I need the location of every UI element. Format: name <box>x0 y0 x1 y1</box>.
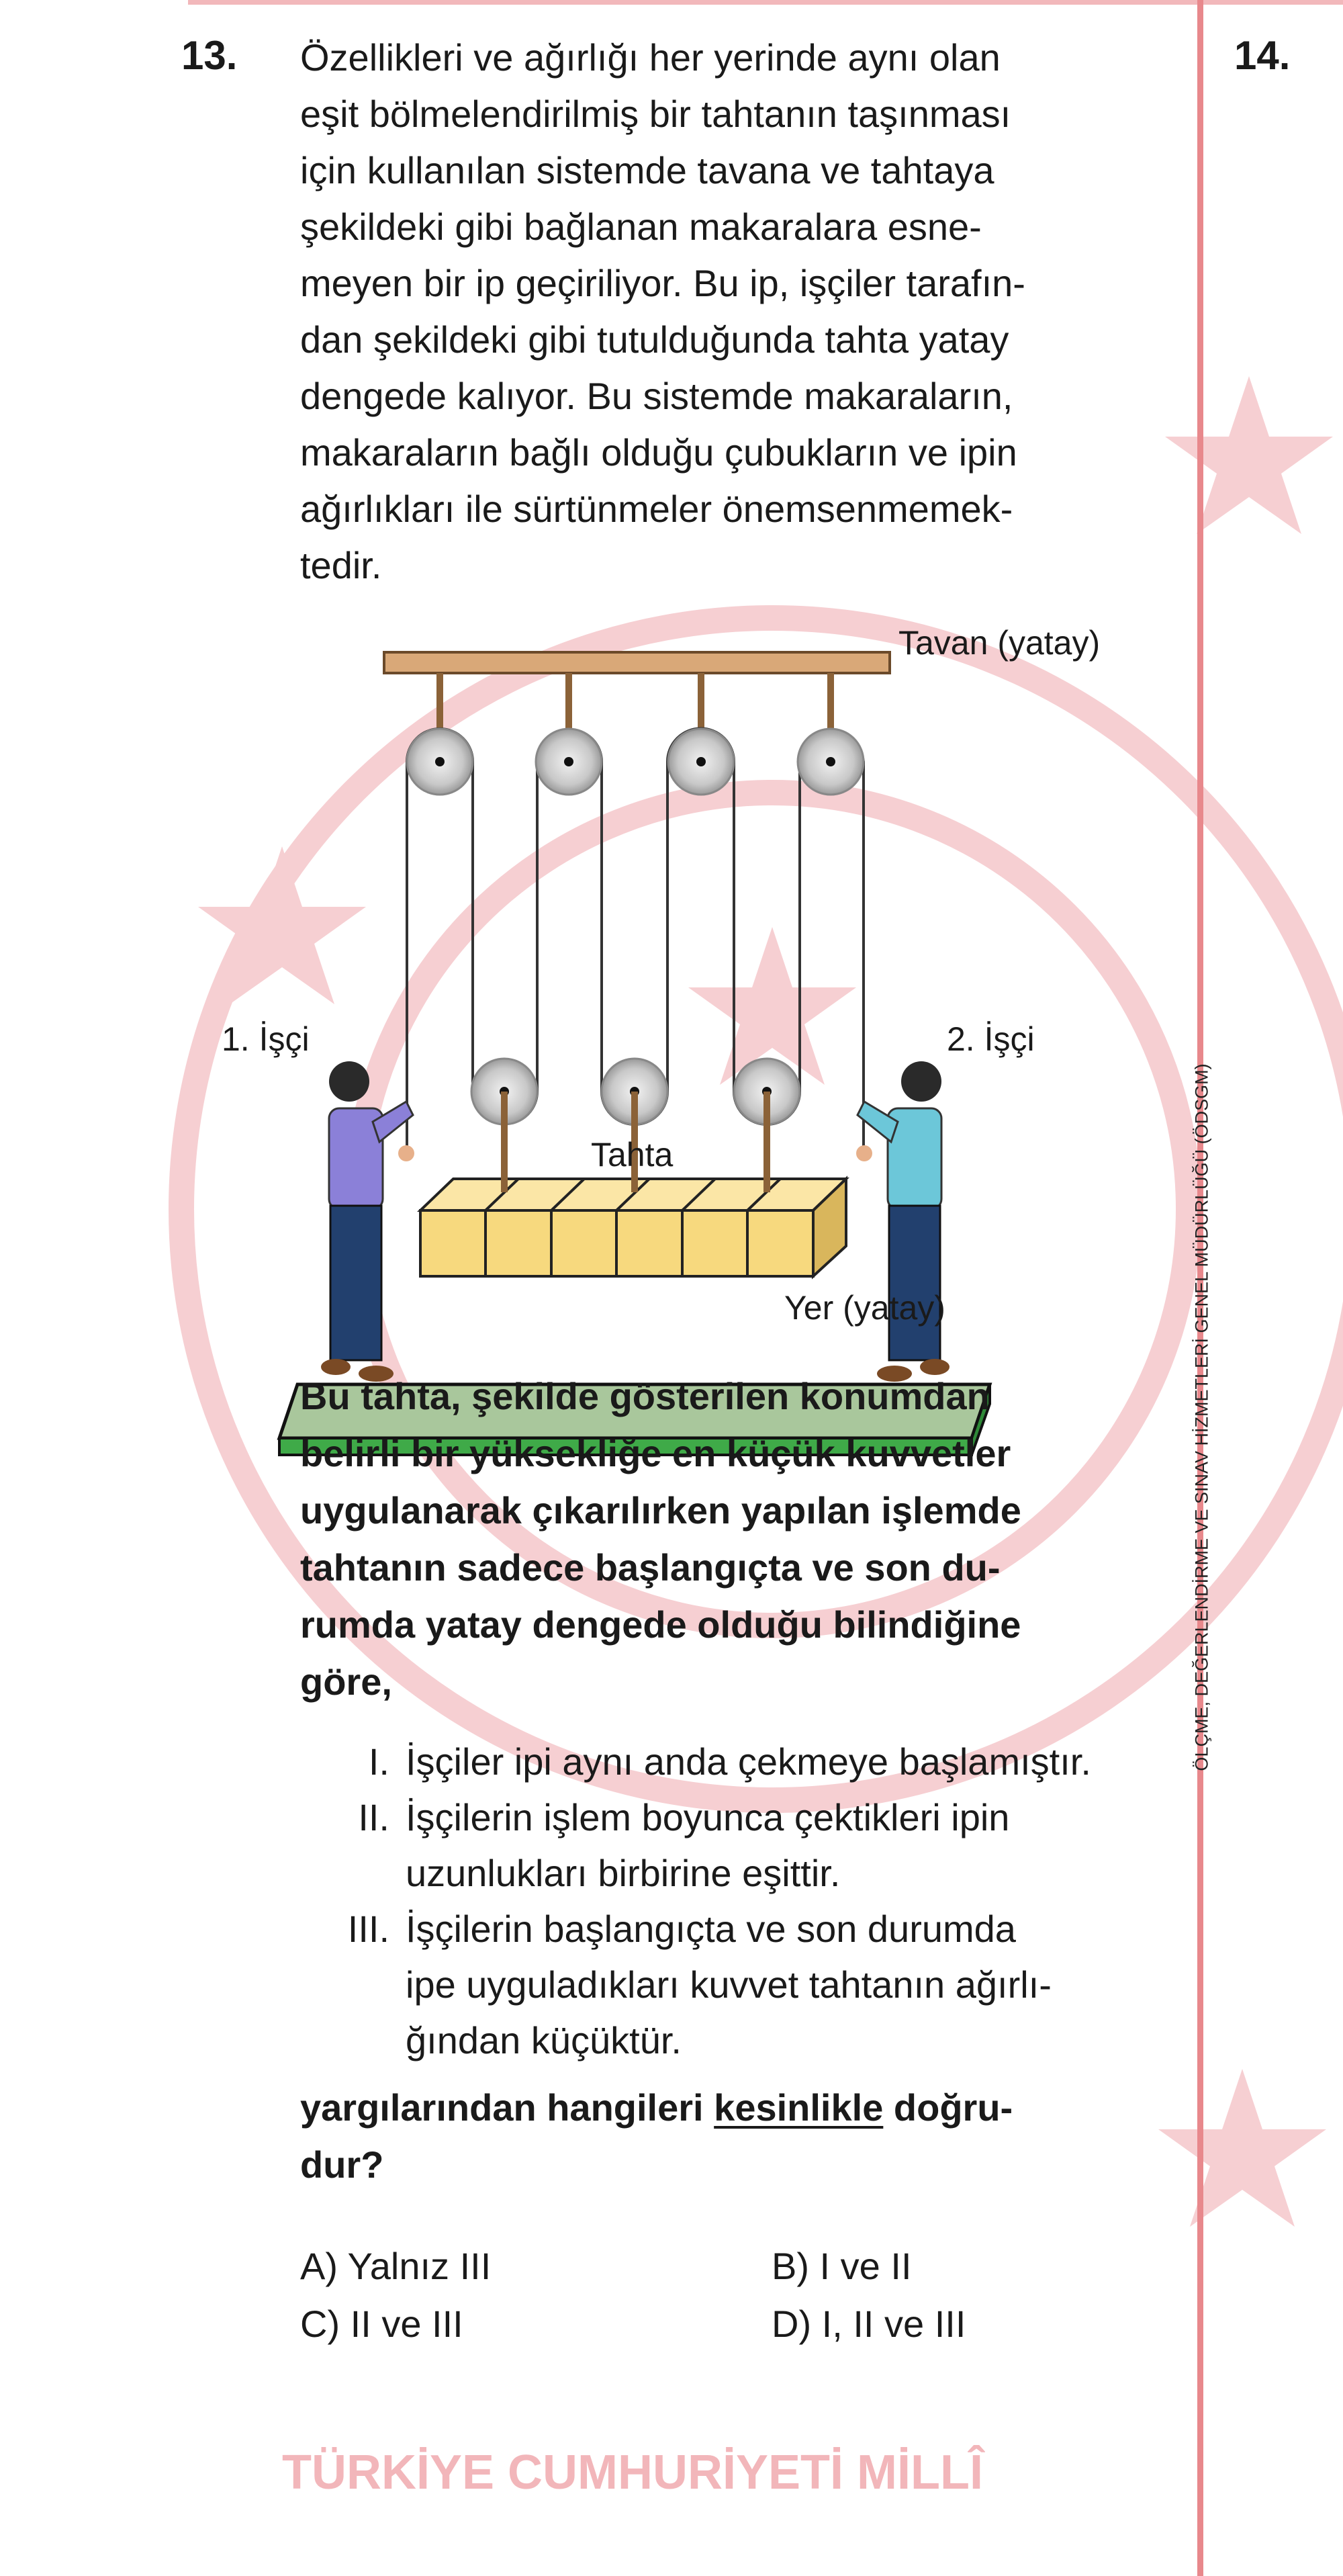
column-divider <box>1197 0 1203 2576</box>
worker-2 <box>856 1061 950 1382</box>
worker-1-label: 1. İşçi <box>222 1020 310 1058</box>
stem-line: Özellikleri ve ağırlığı her yerinde aynı… <box>300 36 1001 79</box>
question-prompt: Bu tahta, şekilde gösterilen konumdan be… <box>300 1368 1021 1710</box>
board-label: Tahta <box>591 1136 674 1173</box>
prompt-line: Bu tahta, şekilde gösterilen konumdan <box>300 1375 990 1417</box>
option-d[interactable]: D) I, II ve III <box>772 2303 966 2345</box>
stem-line: ağırlıkları ile sürtünmeler önemsenmemek… <box>300 488 1013 530</box>
worker-1 <box>321 1061 414 1382</box>
stem-line: meyen bir ip geçiriliyor. Bu ip, işçiler… <box>300 262 1025 304</box>
ceiling-label: Tavan (yatay) <box>898 624 1101 662</box>
prompt-line: tahtanın sadece başlangıçta ve son du- <box>300 1546 1001 1589</box>
stem-line: tedir. <box>300 544 382 586</box>
option-a[interactable]: A) Yalnız III <box>300 2245 492 2287</box>
prompt-line: göre, <box>300 1660 392 1703</box>
ground-platform <box>277 1382 992 1456</box>
option-b[interactable]: B) I ve II <box>772 2245 912 2287</box>
stem-line: şekildeki gibi bağlanan makaralara esne- <box>300 206 982 248</box>
ask-emphasis: kesinlikle <box>714 2086 884 2129</box>
board <box>417 1175 849 1280</box>
prompt-line: uygulanarak çıkarılırken yapılan işlemde <box>300 1489 1021 1531</box>
stem-line: makaraların bağlı olduğu çubukların ve i… <box>300 431 1017 474</box>
prompt-line: rumda yatay dengede olduğu bilindiğine <box>300 1603 1021 1646</box>
next-question-number: 14. <box>1234 33 1291 78</box>
question-number: 13. <box>181 33 238 78</box>
ceiling-bar <box>383 651 891 674</box>
stem-line: için kullanılan sistemde tavana ve tahta… <box>300 149 994 191</box>
ask-text: yargılarından hangileri <box>300 2086 714 2129</box>
pulley-figure <box>277 651 992 1456</box>
prompt-line: belirli bir yüksekliğe en küçük kuvvetle… <box>300 1432 1011 1474</box>
question-stem: Özellikleri ve ağırlığı her yerinde aynı… <box>300 30 1025 594</box>
question-ask: yargılarından hangileri kesinlikle doğru… <box>300 2079 1013 2193</box>
stem-line: dan şekildeki gibi tutulduğunda tahta ya… <box>300 318 1009 361</box>
ask-text: doğru- <box>883 2086 1013 2129</box>
worker-2-label: 2. İşçi <box>947 1020 1035 1058</box>
watermark-text: TÜRKİYE CUMHURİYETİ MİLLÎ <box>282 2446 983 2499</box>
top-border-line <box>188 0 1343 5</box>
ask-text: dur? <box>300 2143 384 2186</box>
stem-line: eşit bölmelendirilmiş bir tahtanın taşın… <box>300 93 1011 135</box>
option-c[interactable]: C) II ve III <box>300 2303 463 2345</box>
ground-label: Yer (yatay) <box>784 1289 945 1327</box>
stem-line: dengede kalıyor. Bu sistemde makaraların… <box>300 375 1013 417</box>
